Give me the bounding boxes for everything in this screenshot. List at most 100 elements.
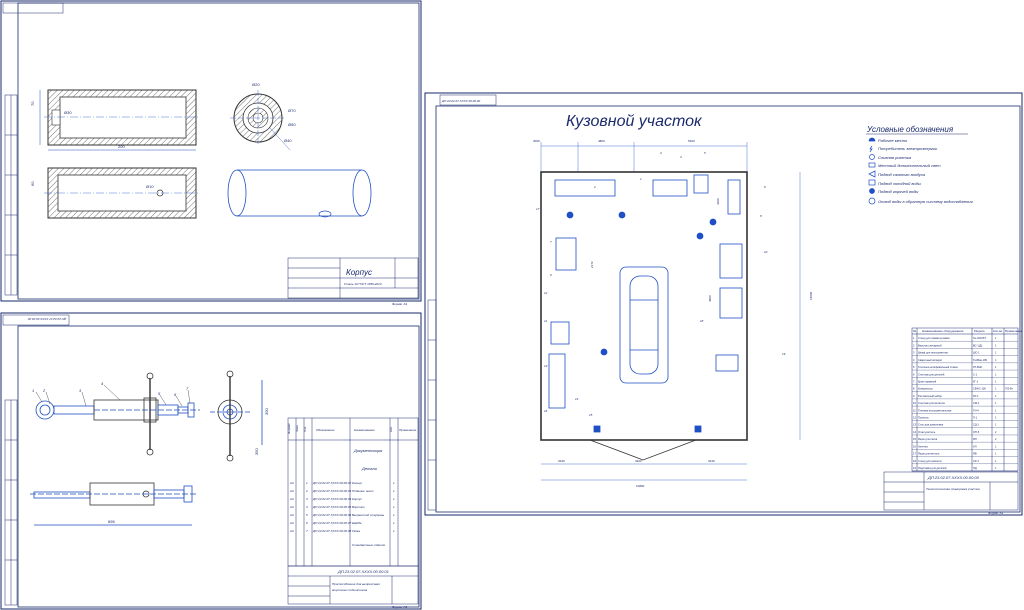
spec-row-format: А3 xyxy=(289,489,294,493)
equip-cell-qty: 1 xyxy=(995,423,997,427)
dim-top: Ø20 xyxy=(252,82,260,87)
equip-cell-model: ШС-1 xyxy=(973,351,980,355)
spec-row-pos: 4 xyxy=(306,505,308,509)
equip-header: Наименование оборудования xyxy=(922,329,964,333)
dim-total: 695 xyxy=(108,519,115,524)
spec-header: Кол. xyxy=(389,426,393,432)
equip-cell-model: АП xyxy=(973,444,977,448)
equip-cell-model: СД-1 xyxy=(973,423,979,427)
plan-dim-side1: 4200 xyxy=(716,198,720,205)
spec-row-qty: 1 xyxy=(393,505,395,509)
equip-cell-n: 3 xyxy=(913,351,915,355)
equipment-rack-6 xyxy=(727,179,741,215)
sheet-2-top-code-box xyxy=(2,314,70,326)
equip-cell-model: ПД xyxy=(973,466,977,470)
legend-item: Подвод холодной воды xyxy=(878,181,921,186)
equipment-rack-10b xyxy=(719,287,743,319)
spec-row-qty: 1 xyxy=(393,513,395,517)
plan-callout: 18 xyxy=(700,319,704,323)
equip-cell-n: 16 xyxy=(913,444,916,448)
spec-row-code: ДП.23.02.07.XXXX.00.00.07 xyxy=(312,521,351,525)
plan-gate xyxy=(589,439,697,461)
dim-depth: 60 xyxy=(30,181,35,186)
spec-row-qty: 1 xyxy=(393,481,395,485)
equip-cell-n: 11 xyxy=(913,408,916,412)
sheet-1-housing: 200 70 Ø30 Ø10 60 Ø20 Ø70 Ø50 Ø40 xyxy=(0,0,422,306)
equip-cell-qty: 1 xyxy=(995,408,997,412)
callout-7: 7 xyxy=(186,386,189,391)
callout-1: 1 xyxy=(32,388,34,393)
sheet-1-border xyxy=(0,0,422,302)
equip-cell-n: 9 xyxy=(913,394,915,398)
equip-cell-name: Стеллаж для металла xyxy=(918,401,945,405)
legend-labels: Рабочее место Потребитель электроэнергии… xyxy=(878,138,973,204)
spec-header: Поз. xyxy=(303,426,307,432)
water-return-icon xyxy=(868,197,876,205)
equipment-rack-10a xyxy=(719,243,743,279)
equip-cell-n: 10 xyxy=(913,401,916,405)
equipment-crane xyxy=(555,237,577,271)
spec-row-code: ДП.23.02.07.XXXX.00.00.05 xyxy=(312,505,351,509)
plan-callout: 5 xyxy=(704,151,706,155)
equip-cell-qty: 1 xyxy=(995,372,997,376)
spec-row-name: Шайба xyxy=(352,521,362,525)
equip-cell-n: 12 xyxy=(913,416,916,420)
dim-hole: Ø10 xyxy=(146,184,154,189)
sheet-1-title: Корпус xyxy=(346,268,372,277)
dim-ring3: Ø40 xyxy=(284,138,292,143)
sheet-3-stamp-desc: Технологическая планировка участка xyxy=(926,487,980,491)
plan-dim-d2: 4800 xyxy=(598,139,605,143)
equip-cell-model: П-1 xyxy=(973,416,978,420)
equip-cell-model: ЗТ-ВНС xyxy=(973,365,983,369)
plan-callout: 13 xyxy=(544,364,548,368)
housing-front-section xyxy=(39,89,200,151)
equipment-table xyxy=(548,353,566,409)
spec-rows: А3 1 ДП.23.02.07.XXXX.00.00.02 Кольцо 1 … xyxy=(289,481,395,533)
sheet-2-side-stamps xyxy=(4,399,18,606)
plan-callouts: 1 2 3 4 5 6 7 8 9 10 11 12 13 14 15 16 1… xyxy=(536,151,786,417)
spec-section-standard: Стандартные изделия xyxy=(352,543,385,547)
legend-item: Сливная розетка xyxy=(878,155,912,160)
equipment-cart xyxy=(550,321,570,345)
plan-walls xyxy=(540,171,748,441)
equip-cell-n: 19 xyxy=(913,466,916,470)
plan-callout: 19 xyxy=(782,352,786,356)
sheet-3-top-code: ДП.23.02.07.XXXX.00.00.00 xyxy=(441,99,480,103)
spec-row-name: Подвижн. винт xyxy=(352,489,374,493)
sheet-2-format: Формат А3 xyxy=(392,605,407,609)
spec-header: Наименование xyxy=(354,428,375,432)
equip-cell-name: Шкаф для инструментов xyxy=(918,351,948,355)
puller-front-view xyxy=(35,372,200,456)
equip-cell-qty: 1 xyxy=(995,336,997,340)
equip-cell-name: Кран гаражный xyxy=(918,379,937,383)
plan-callout: 12 xyxy=(544,291,548,295)
sheet-2-assembly: ДП.23.02.07.XXXX.00.00.00 xyxy=(0,312,422,610)
sand-box-icon xyxy=(694,425,702,433)
local-light-icon xyxy=(868,162,876,168)
plan-callout: 15 xyxy=(589,413,593,417)
spec-row-code: ДП.23.02.07.XXXX.00.00.04 xyxy=(312,497,351,501)
equip-cell-n: 4 xyxy=(913,358,915,362)
spec-row-format: А3 xyxy=(289,481,294,485)
spec-header: Обозначение xyxy=(316,428,335,432)
sheet-3-side-stamps xyxy=(427,299,437,511)
drain-socket-icon xyxy=(869,154,875,160)
puller-bottom-view xyxy=(30,482,198,526)
spec-row-qty: 1 xyxy=(393,489,395,493)
spec-row-name: Гайка xyxy=(352,529,360,533)
plan-dim-side2: 4800 xyxy=(708,295,712,302)
sheet-1-inner-frame xyxy=(17,2,420,300)
equip-cell-model: ТелВин-180 xyxy=(973,358,988,362)
spec-row-code: ДП.23.02.07.XXXX.00.00.06 xyxy=(312,513,351,517)
sheet-3-title-block xyxy=(883,471,1019,511)
plan-dim-mid: 4320 xyxy=(635,459,642,463)
floor-plan xyxy=(540,142,801,481)
equip-cell-n: 17 xyxy=(913,452,916,456)
equip-cell-n: 7 xyxy=(913,379,915,383)
equip-cell-name: Рихтовочный набор xyxy=(918,394,942,398)
equip-cell-name: Стеллаж для деталей xyxy=(918,372,945,376)
plan-callout: 2 xyxy=(593,185,596,189)
sheet-2-title-line1: Приспособление для выпрессовки xyxy=(332,582,380,586)
dim-h2: 350 xyxy=(254,448,259,455)
